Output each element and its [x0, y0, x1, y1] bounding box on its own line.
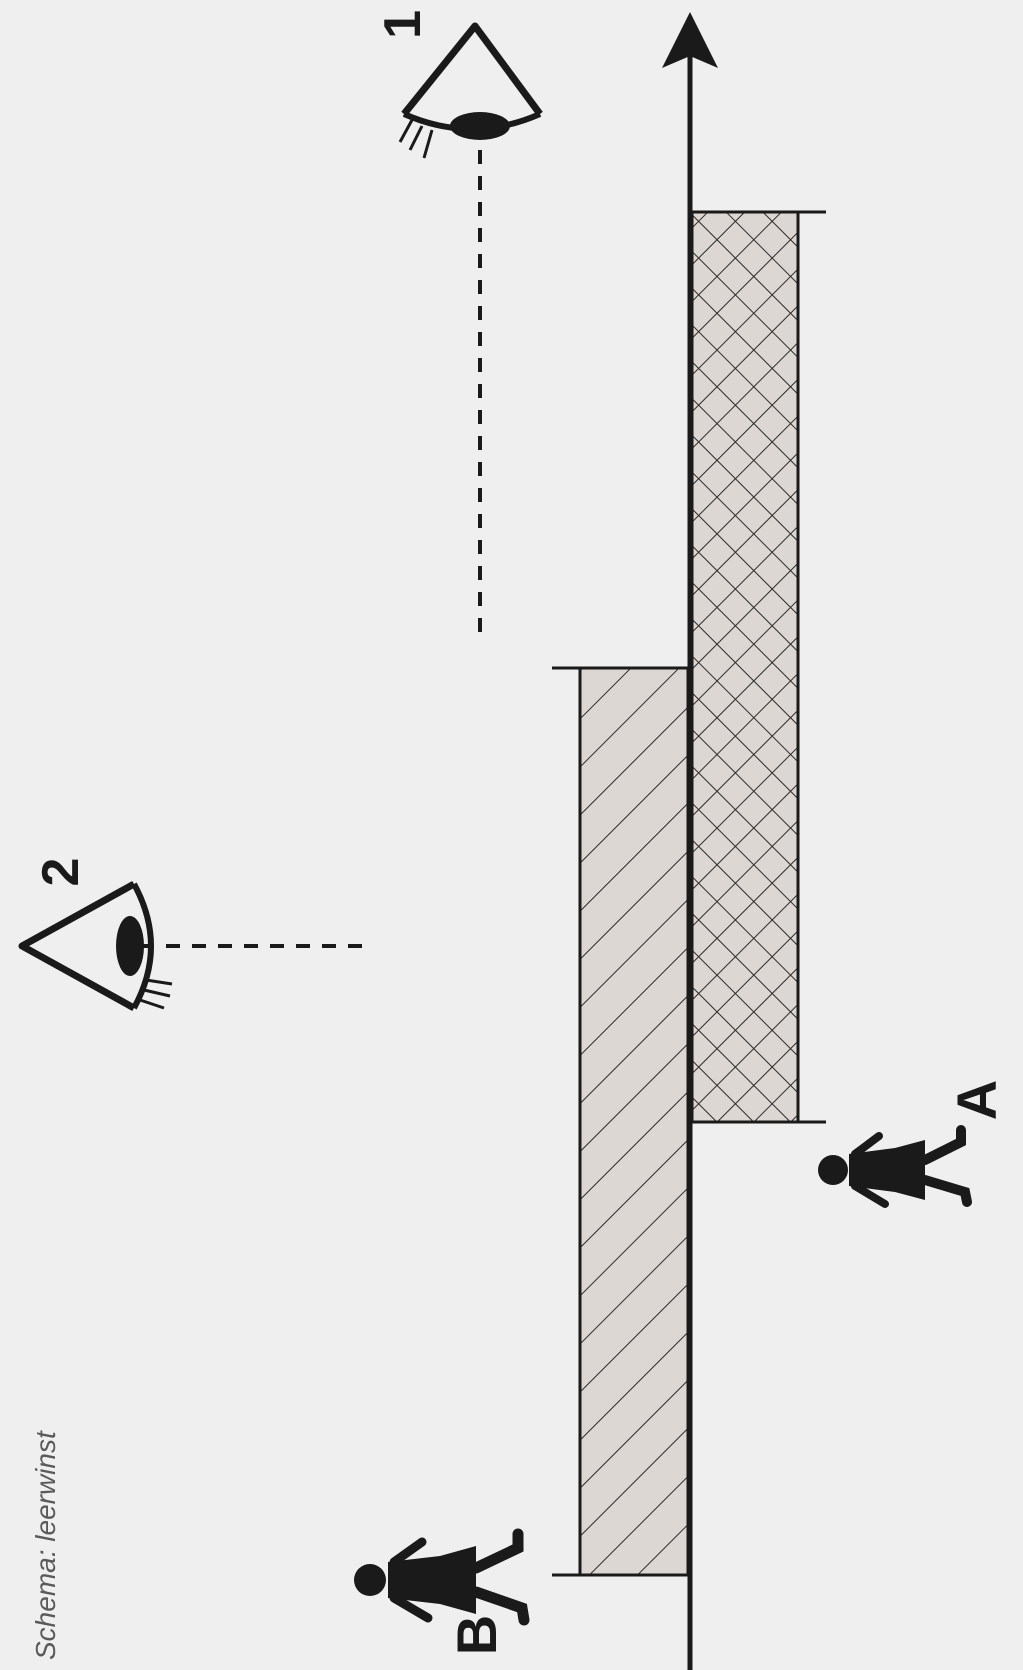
person-b-label: B [445, 1615, 508, 1655]
person-a-label: A [945, 1080, 1008, 1120]
eye-2-label: 2 [32, 858, 90, 887]
eye-icon [400, 26, 540, 158]
caption: Schema: leerwinst [30, 1430, 61, 1660]
eye-icon [22, 884, 172, 1008]
walking-person-icon [818, 1130, 967, 1204]
eye-1-label: 1 [374, 10, 432, 39]
walking-person-icon [354, 1534, 524, 1620]
